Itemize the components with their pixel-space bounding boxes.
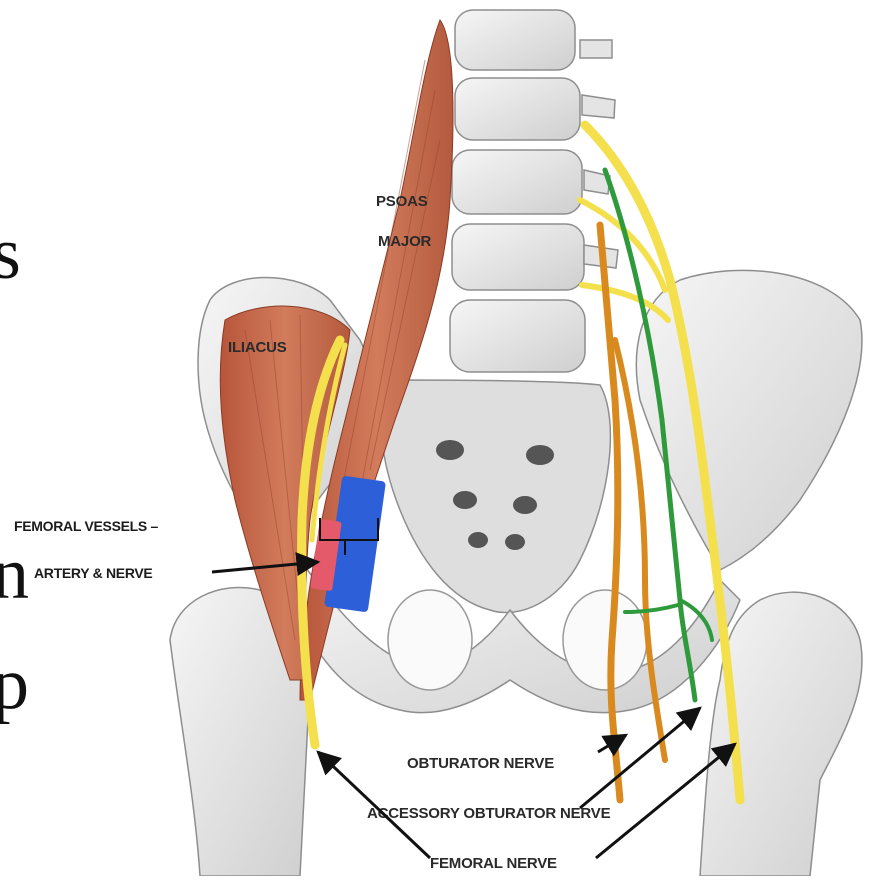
label-artery-nerve: ARTERY & NERVE bbox=[34, 565, 152, 581]
label-femoral-nerve: FEMORAL NERVE bbox=[430, 855, 557, 872]
obturator-nerve bbox=[600, 225, 620, 800]
label-major: MAJOR bbox=[378, 233, 432, 250]
slide-text-fragment: s bbox=[0, 213, 21, 295]
slide-text-fragment: n bbox=[0, 533, 29, 615]
label-psoas: PSOAS bbox=[376, 193, 428, 210]
label-iliacus: ILIACUS bbox=[228, 339, 287, 356]
slide-text-fragment: p bbox=[0, 643, 29, 725]
label-accessory-obturator-nerve: ACCESSORY OBTURATOR NERVE bbox=[367, 805, 611, 822]
arrow-accessory bbox=[580, 708, 700, 808]
label-obturator-nerve: OBTURATOR NERVE bbox=[407, 755, 554, 772]
label-femoral-vessels: FEMORAL VESSELS – bbox=[14, 518, 159, 534]
